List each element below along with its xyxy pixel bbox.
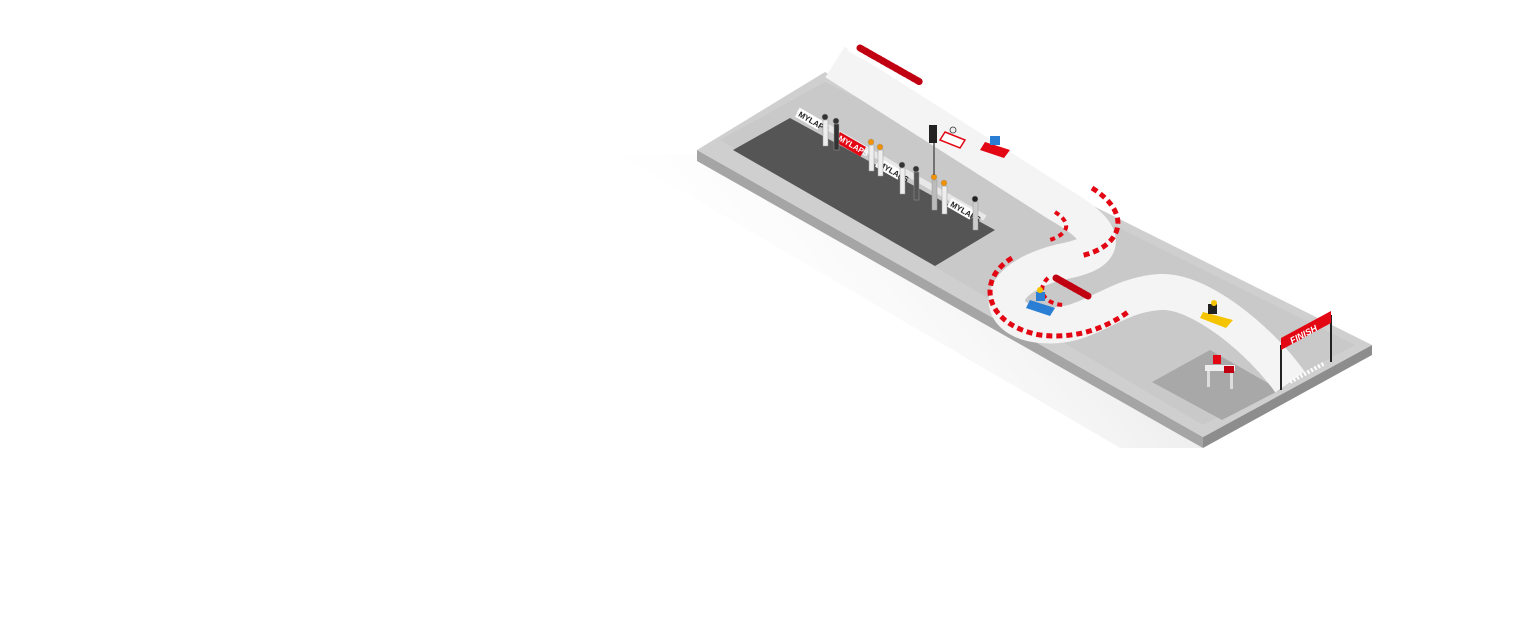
kart-yellow xyxy=(1200,300,1233,328)
platform-shadow xyxy=(620,155,1203,448)
spectators xyxy=(821,113,979,231)
curb-inner-1 xyxy=(1049,210,1069,242)
finish-banner xyxy=(1281,311,1331,350)
laptop xyxy=(1213,355,1221,364)
timing-decoder xyxy=(1224,366,1234,373)
platform-side-left xyxy=(697,150,1203,448)
kart-white xyxy=(938,126,967,149)
kart-blue-red xyxy=(980,136,1010,158)
timing-board xyxy=(929,125,937,143)
timing-desk xyxy=(1205,355,1235,389)
platform-side-right xyxy=(1203,345,1372,448)
kart-blue xyxy=(1026,287,1055,316)
finish-checkered-line xyxy=(1289,361,1326,384)
track-edge-line xyxy=(847,49,1373,341)
timing-area xyxy=(1152,350,1280,420)
pit-area xyxy=(733,118,995,266)
tire-stack-top xyxy=(856,44,924,86)
curb-outer-1 xyxy=(1079,185,1121,259)
tire-stack-middle xyxy=(1052,274,1092,300)
